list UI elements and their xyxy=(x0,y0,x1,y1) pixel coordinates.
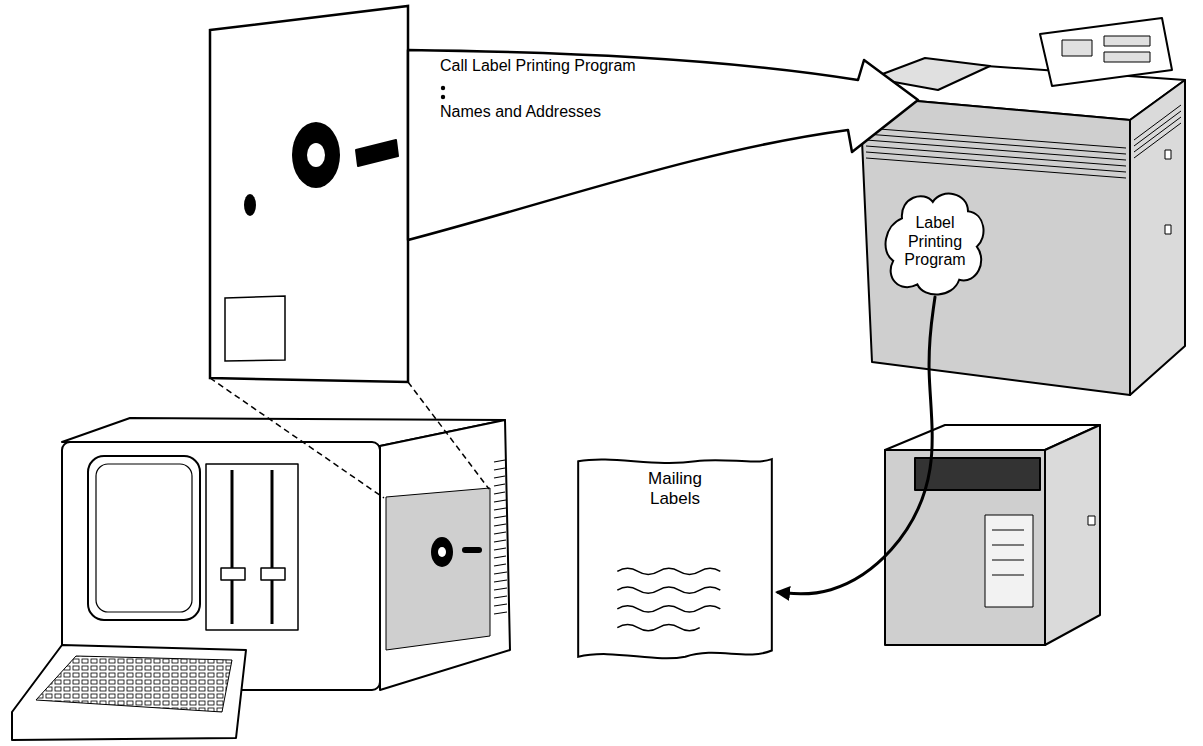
ellipsis-dot xyxy=(441,86,445,90)
diskette xyxy=(210,6,408,382)
node-text: Label Printing Program xyxy=(894,214,976,269)
printed-line xyxy=(617,587,720,593)
panel-display xyxy=(1062,40,1092,56)
disk-hub xyxy=(438,547,446,557)
computer-grill xyxy=(866,105,1181,178)
computer-front xyxy=(860,96,1130,395)
disk-slot xyxy=(462,547,482,553)
control-panel xyxy=(1040,18,1172,86)
computer-side xyxy=(1130,80,1185,395)
computer-latch xyxy=(1165,225,1171,234)
printer-button xyxy=(1088,516,1095,525)
terminal xyxy=(12,418,510,740)
drive-panel xyxy=(386,488,490,650)
terminal-side xyxy=(380,420,510,690)
node-text: Mailing Labels xyxy=(632,469,718,508)
read-slot xyxy=(356,140,398,166)
index-hole xyxy=(244,194,256,216)
diskette-label xyxy=(225,296,285,361)
paper-border xyxy=(578,459,772,658)
arrow-label: Names and Addresses xyxy=(440,103,601,121)
computer xyxy=(860,18,1185,395)
panel-keys xyxy=(1104,36,1150,46)
computer-latch xyxy=(1165,150,1171,159)
disk-hole xyxy=(431,537,453,567)
keyboard-keys xyxy=(36,656,232,712)
terminal-vents xyxy=(494,460,507,614)
panel-keys xyxy=(1104,52,1150,62)
printer-side xyxy=(1045,425,1100,645)
printer xyxy=(885,425,1100,645)
labels-sheet: Mailing Labels xyxy=(572,455,778,663)
drive-slot xyxy=(231,470,234,624)
drive-latch xyxy=(261,568,285,580)
printer-output xyxy=(915,458,1040,490)
cloud-border xyxy=(886,194,984,295)
printed-line xyxy=(617,625,699,631)
drive-latch xyxy=(221,568,245,580)
program-cloud: Label Printing Program xyxy=(880,183,990,301)
drive-slot xyxy=(271,470,274,624)
printer-paper-lines xyxy=(992,530,1024,575)
transfer-arrow xyxy=(408,50,918,240)
keyboard xyxy=(12,645,246,740)
zoom-line xyxy=(210,378,384,498)
zoom-line xyxy=(408,382,489,489)
printed-line xyxy=(617,568,720,574)
terminal-screen-glass xyxy=(96,464,192,612)
printed-line xyxy=(617,606,720,612)
diskette-drives xyxy=(206,464,298,630)
diskette-jacket xyxy=(210,6,408,382)
arrow-label: Call Label Printing Program xyxy=(440,57,636,75)
diskette-hole xyxy=(292,122,340,188)
ellipsis-dot xyxy=(441,95,445,99)
printer-front xyxy=(885,450,1045,645)
terminal-screen xyxy=(88,456,200,620)
flow-arrow xyxy=(778,297,935,594)
printer-paper xyxy=(985,515,1033,607)
diskette-hub xyxy=(307,143,325,167)
